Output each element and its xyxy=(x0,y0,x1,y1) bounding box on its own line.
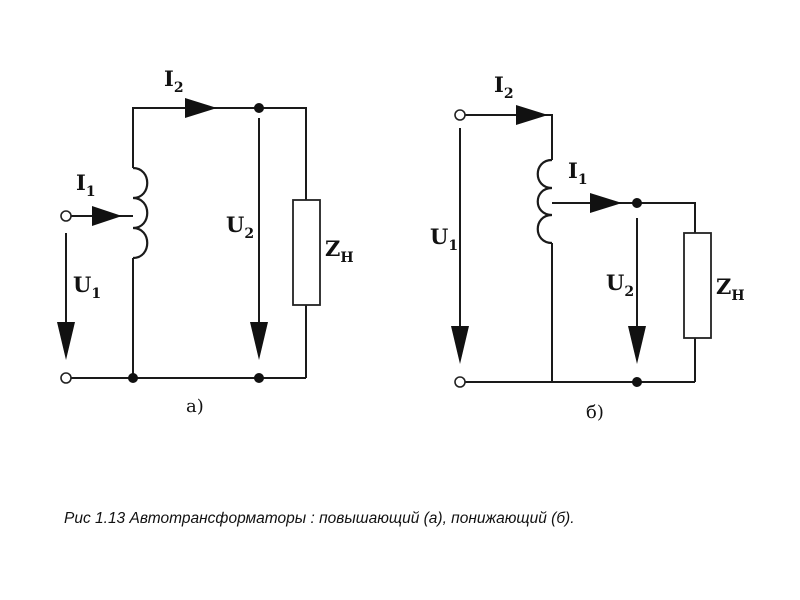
sublabel-b: б) xyxy=(586,402,604,423)
label-b-u2: U2 xyxy=(606,270,634,300)
node-b-output-bottom xyxy=(632,377,642,387)
label-b-u1: U1 xyxy=(430,224,458,254)
label-b-zload: ZН xyxy=(716,274,745,304)
load-impedance-b xyxy=(683,232,712,339)
label-a-i2: I2 xyxy=(164,66,184,96)
coil-a-winding xyxy=(132,166,149,260)
label-a-i1: I1 xyxy=(76,170,96,200)
load-impedance-a xyxy=(292,199,321,306)
node-a-coil-bottom xyxy=(128,373,138,383)
wire-a-coil-top-to-output xyxy=(132,107,307,200)
voltage-arrow-a-u1-head xyxy=(57,322,75,360)
terminal-b-input-top xyxy=(454,109,466,121)
voltage-arrow-b-u1-head xyxy=(451,326,469,364)
label-a-zload: ZН xyxy=(325,236,354,266)
terminal-b-input-bottom xyxy=(454,376,466,388)
figure-caption: Рис 1.13 Автотрансформаторы : повышающий… xyxy=(64,510,575,527)
circuit-b: I2 I1 U1 U2 ZН б) xyxy=(430,72,745,423)
voltage-arrow-a-u2-head xyxy=(250,322,268,360)
node-a-output-top xyxy=(254,103,264,113)
voltage-arrow-b-u2-head xyxy=(628,326,646,364)
terminal-a-input-top xyxy=(60,210,72,222)
wire-b-input-to-coil-top xyxy=(465,114,553,160)
label-b-i2: I2 xyxy=(494,72,514,102)
wire-b-tap-to-output xyxy=(552,202,696,233)
sublabel-a: а) xyxy=(186,396,204,417)
coil-b-winding xyxy=(536,158,553,245)
current-arrow-b-i2 xyxy=(516,105,548,125)
node-a-output-bottom xyxy=(254,373,264,383)
current-arrow-a-i1 xyxy=(92,206,122,226)
circuit-a: I2 I1 U1 U2 ZН а) xyxy=(57,66,354,417)
current-arrow-a-i2 xyxy=(185,98,217,118)
terminal-a-input-bottom xyxy=(60,372,72,384)
label-b-i1: I1 xyxy=(568,158,588,188)
node-b-output-top xyxy=(632,198,642,208)
label-a-u1: U1 xyxy=(73,272,101,302)
label-a-u2: U2 xyxy=(226,212,254,242)
current-arrow-b-i1 xyxy=(590,193,622,213)
